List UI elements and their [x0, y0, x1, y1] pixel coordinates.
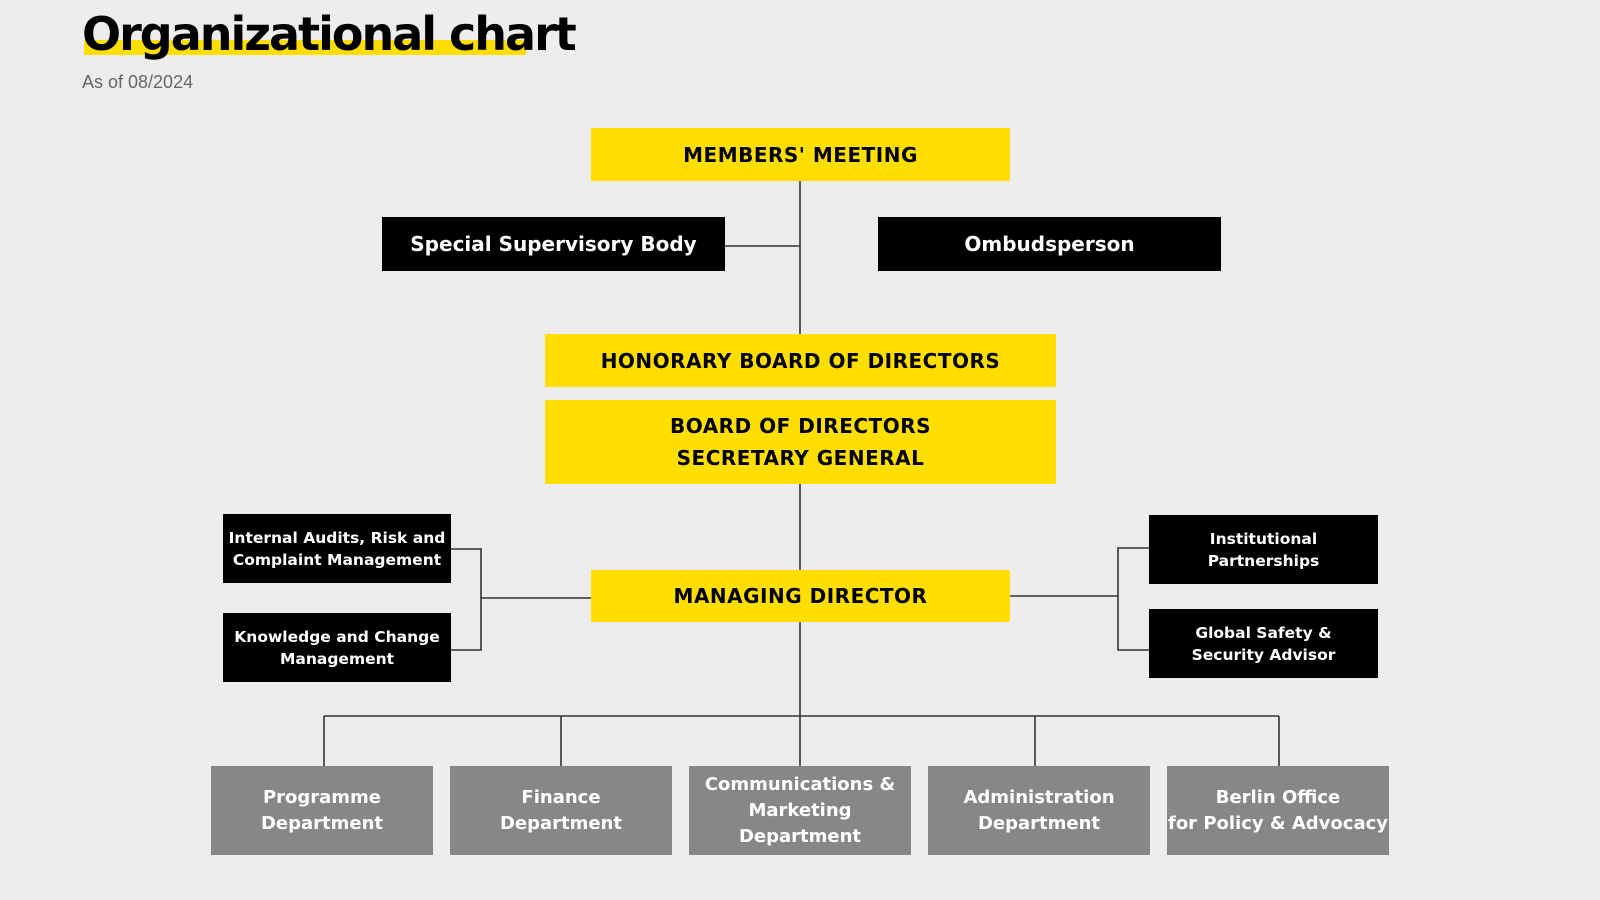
- ombudsperson-box: Ombudsperson: [878, 217, 1221, 271]
- internal-audits-label: Internal Audits, Risk and Complaint Mana…: [228, 528, 446, 569]
- global-safety-box: Global Safety & Security Advisor: [1149, 609, 1378, 678]
- title-highlight: [84, 40, 526, 55]
- department-label: Berlin Office for Policy & Advocacy: [1167, 786, 1388, 834]
- ombudsperson-label: Ombudsperson: [964, 232, 1135, 256]
- internal-audits-box: Internal Audits, Risk and Complaint Mana…: [223, 514, 451, 583]
- department-communications-marketing: Communications & Marketing Department: [689, 766, 911, 855]
- board-of-directors-box: BOARD OF DIRECTORS SECRETARY GENERAL: [545, 400, 1056, 484]
- members-meeting-box: MEMBERS' MEETING: [591, 128, 1010, 181]
- department-label: Programme Department: [260, 786, 384, 834]
- special-supervisory-body-box: Special Supervisory Body: [382, 217, 725, 271]
- department-berlin-office: Berlin Office for Policy & Advocacy: [1167, 766, 1389, 855]
- department-finance: Finance Department: [450, 766, 672, 855]
- knowledge-change-box: Knowledge and Change Management: [223, 613, 451, 682]
- page-subtitle: As of 08/2024: [82, 72, 194, 92]
- connector-left-bracket: [451, 548, 482, 651]
- members-meeting-label: MEMBERS' MEETING: [683, 142, 918, 167]
- institutional-partnerships-box: Institutional Partnerships: [1149, 515, 1378, 584]
- department-label: Communications & Marketing Department: [704, 773, 896, 847]
- title-block: Organizational chart: [82, 4, 577, 64]
- managing-director-label: MANAGING DIRECTOR: [673, 584, 928, 608]
- department-label: Administration Department: [963, 786, 1115, 834]
- department-administration: Administration Department: [928, 766, 1150, 855]
- special-supervisory-body-label: Special Supervisory Body: [410, 232, 697, 256]
- managing-director-box: MANAGING DIRECTOR: [591, 570, 1010, 622]
- page-title: Organizational chart: [82, 7, 577, 61]
- connector-right-bracket: [1117, 547, 1149, 651]
- global-safety-label: Global Safety & Security Advisor: [1191, 623, 1336, 664]
- honorary-board-label: HONORARY BOARD OF DIRECTORS: [600, 348, 1001, 373]
- honorary-board-box: HONORARY BOARD OF DIRECTORS: [545, 334, 1056, 387]
- board-of-directors-label: BOARD OF DIRECTORS SECRETARY GENERAL: [669, 414, 931, 470]
- department-label: Finance Department: [499, 786, 623, 834]
- department-programme: Programme Department: [211, 766, 433, 855]
- knowledge-change-label: Knowledge and Change Management: [234, 627, 440, 668]
- institutional-partnerships-label: Institutional Partnerships: [1207, 529, 1320, 570]
